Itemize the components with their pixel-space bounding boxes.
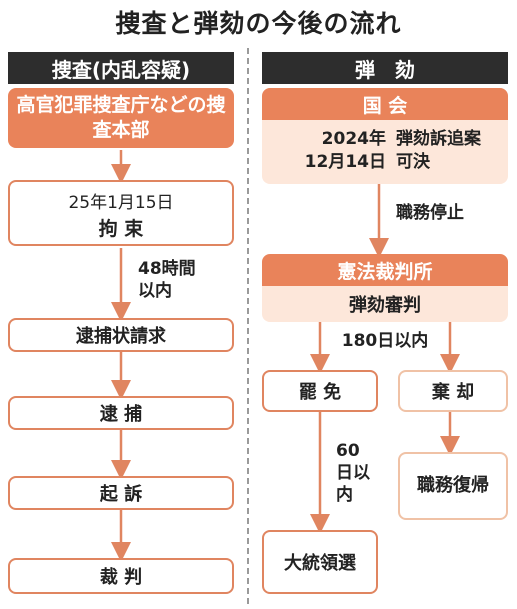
arrest-box: 逮 捕 — [8, 396, 234, 430]
impeachment-header: 弾 劾 — [262, 52, 508, 84]
diagram-title: 捜査と弾劾の今後の流れ — [115, 9, 402, 38]
impeachment-vote-date: 2024年 12月14日 — [288, 128, 386, 174]
impeachment-trial-label: 弾劾審判 — [349, 295, 421, 316]
within-180-days-label: 180日以内 — [330, 330, 440, 352]
investigation-headquarters-box: 高官犯罪捜査庁などの捜査本部 — [8, 88, 234, 148]
impeachment-motion-text: 弾劾訴追案 — [396, 129, 481, 149]
indictment-box: 起 訴 — [8, 476, 234, 510]
column-divider — [247, 48, 249, 604]
detention-date: 25年1月15日 — [68, 192, 174, 213]
detention-box: 25年1月15日 拘 束 — [8, 180, 234, 246]
constitutional-court-box: 憲法裁判所 弾劾審判 — [262, 254, 508, 322]
motion-passed-text: 可決 — [396, 152, 430, 172]
suspension-label: 職務停止 — [396, 203, 464, 223]
national-assembly-box: 国 会 2024年 12月14日 弾劾訴追案 可決 — [262, 88, 508, 184]
impeachment-vote-result: 弾劾訴追案 可決 — [396, 128, 504, 174]
within-48-hours-label: 48時間以内 — [138, 259, 196, 301]
national-assembly-label: 国 会 — [262, 88, 508, 120]
within-60-days-label: 60日以内 — [336, 441, 370, 505]
dismissal-box: 棄 却 — [398, 370, 508, 412]
trial-box: 裁 判 — [8, 558, 234, 594]
vote-date-year: 2024年 — [321, 129, 386, 149]
presidential-election-box: 大統領選 — [262, 530, 378, 594]
removal-box: 罷 免 — [262, 370, 378, 412]
constitutional-court-label: 憲法裁判所 — [262, 254, 508, 286]
vote-date-day: 12月14日 — [304, 152, 386, 172]
detention-label: 拘 束 — [98, 217, 144, 240]
warrant-request-box: 逮捕状請求 — [8, 318, 234, 352]
investigation-header: 捜査(内乱容疑) — [8, 52, 234, 84]
reinstatement-box: 職務復帰 — [398, 452, 508, 520]
